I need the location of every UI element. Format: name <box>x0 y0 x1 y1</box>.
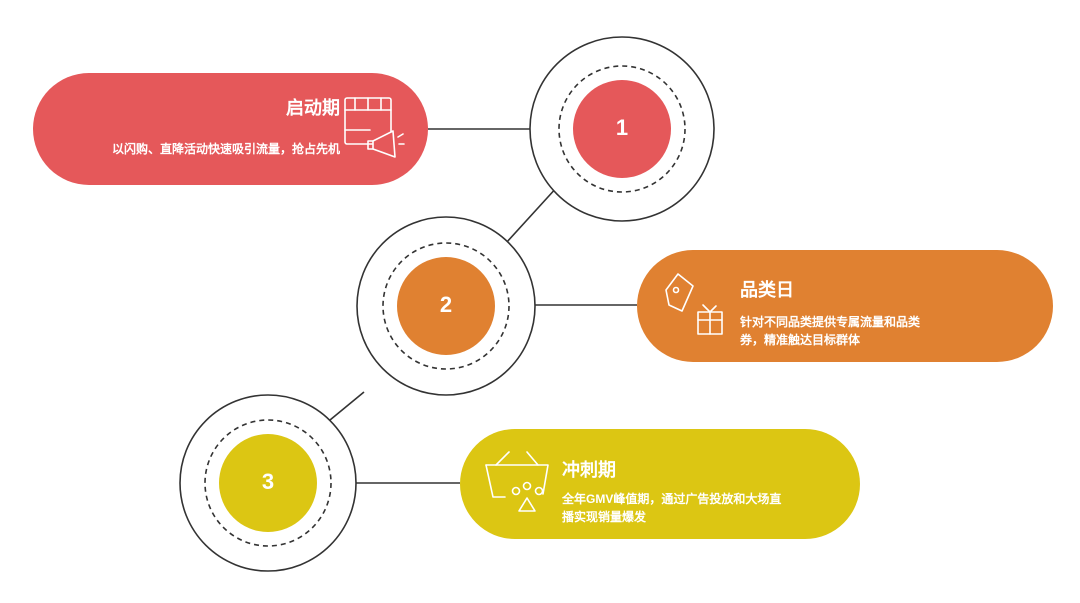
connector-circle1-circle2 <box>505 185 559 244</box>
stage-2-number: 2 <box>439 292 453 317</box>
stage-2-marker <box>356 216 536 396</box>
stage-3-number: 3 <box>261 469 275 494</box>
connector-circle2-circle3 <box>329 391 365 421</box>
stage-1-number: 1 <box>615 115 629 140</box>
calendar-megaphone-icon <box>344 97 405 158</box>
stage-3-text: 冲刺期 全年GMV峰值期，通过广告投放和大场直播实现销量爆发 <box>562 448 802 528</box>
basket-chart-icon <box>485 451 549 512</box>
stage-3-marker <box>179 394 357 572</box>
stage-1-card <box>33 73 428 185</box>
stage-2-card <box>637 250 1053 362</box>
stage-1-title: 启动期 <box>286 98 340 118</box>
stage-3-card <box>460 429 860 539</box>
stage-1-description: 以闪购、直降活动快速吸引流量，抢占先机 <box>111 142 340 156</box>
stage-2-description: 针对不同品类提供专属流量和品类券，精准触达目标群体 <box>740 315 921 347</box>
stage-1-text: 启动期 以闪购、直降活动快速吸引流量，抢占先机 <box>60 90 340 180</box>
stage-3-description: 全年GMV峰值期，通过广告投放和大场直播实现销量爆发 <box>562 492 782 524</box>
tag-gift-icon <box>665 273 723 335</box>
stage-1-marker <box>529 36 715 222</box>
stage-2-title: 品类日 <box>740 280 794 300</box>
stage-2-text: 品类日 针对不同品类提供专属流量和品类券，精准触达目标群体 <box>740 270 940 350</box>
stage-3-title: 冲刺期 <box>562 460 616 480</box>
